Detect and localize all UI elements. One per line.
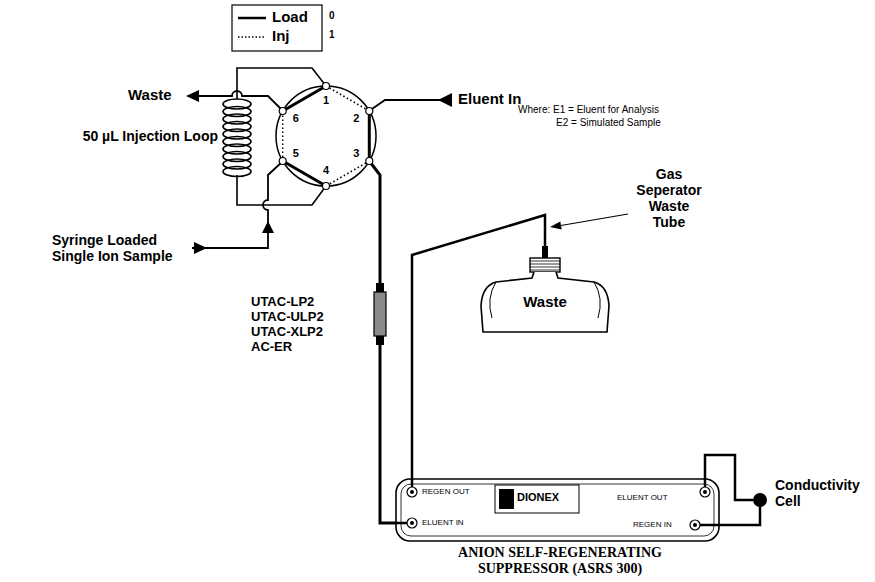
leader-line	[558, 214, 628, 226]
port-label: REGEN IN	[633, 520, 688, 529]
six-port-valve: 1 2 3 4 5 6	[276, 86, 376, 186]
port-label: ELUENT OUT	[617, 493, 687, 502]
port-label: REGEN OUT	[422, 487, 482, 496]
eluent-note: Where: E1 = Eluent for Analysis	[518, 104, 708, 116]
port-number: 6	[289, 112, 303, 125]
connector	[720, 507, 760, 525]
column-label: UTAC-LP2	[251, 295, 365, 310]
legend-code: 1	[329, 29, 343, 41]
port-number: 3	[349, 147, 363, 160]
legend-load-sample	[238, 17, 266, 20]
column-label: AC-ER	[251, 340, 365, 355]
legend-box	[232, 5, 322, 51]
brand-logo-text: DIONEX	[517, 491, 575, 504]
column-cartridge-outline	[373, 283, 387, 345]
column-cartridge: UTAC-LP2UTAC-ULP2UTAC-XLP2AC-ER	[373, 283, 387, 345]
cell-dot	[753, 493, 767, 507]
column-label: UTAC-ULP2	[251, 310, 365, 325]
waste-arrowhead	[186, 90, 199, 102]
syringe-line	[192, 161, 283, 248]
suppressor-caption: ANION SELF-REGENERATING SUPPRESSOR (ASRS…	[435, 545, 685, 577]
connector	[380, 345, 395, 523]
port-number: 5	[289, 147, 303, 160]
connector	[412, 215, 545, 478]
syringe-up-arrowhead	[262, 221, 274, 233]
tube-label: Gas Seperator Waste Tube	[632, 166, 706, 230]
eluent-note: E2 = Simulated Sample	[556, 117, 706, 129]
bottle-label: Waste	[488, 293, 602, 310]
syringe-arrowhead	[194, 242, 207, 254]
eluent-arrowhead	[438, 93, 452, 107]
connector	[369, 161, 380, 283]
legend-inj-sample	[238, 36, 266, 38]
waste-bottle: Waste	[478, 258, 612, 334]
waste-line	[196, 91, 283, 111]
conductivity-cell: Conductivity Cell	[752, 475, 872, 515]
eluent-line	[369, 100, 440, 111]
sample-label: Syringe Loaded Single Ion Sample	[52, 232, 187, 264]
legend-text: Inj	[272, 27, 320, 44]
column-label: UTAC-XLP2	[251, 325, 365, 340]
loop-label: 50 µL Injection Loop	[66, 128, 218, 144]
cell-label: Conductivity Cell	[775, 477, 870, 509]
legend-code: 0	[329, 10, 343, 22]
port-label: ELUENT IN	[422, 518, 482, 527]
port-number: 1	[319, 94, 333, 107]
suppressor: REGEN OUT ELUENT IN DIONEX ELUENT OUT REGEN …	[395, 478, 725, 580]
leader-arrowhead	[550, 221, 562, 229]
waste-label: Waste	[128, 86, 184, 103]
injection-loop-coil	[223, 99, 251, 177]
legend-text: Load	[272, 8, 320, 25]
port-number: 4	[319, 164, 333, 177]
port-number: 2	[349, 112, 363, 125]
